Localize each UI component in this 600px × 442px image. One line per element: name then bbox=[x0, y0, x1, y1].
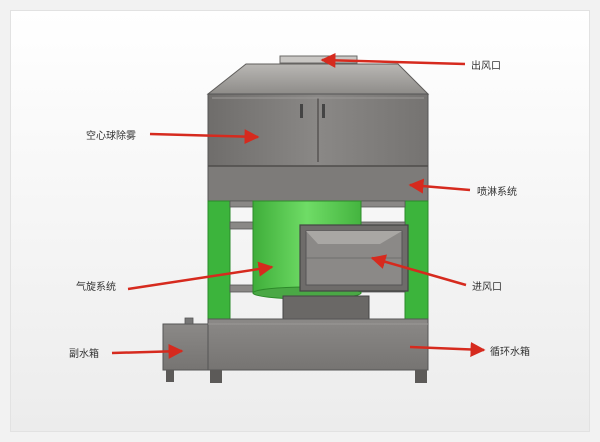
roof-hood bbox=[206, 63, 430, 95]
callout-arrows bbox=[111, 52, 486, 359]
arrow-aux-tank bbox=[111, 343, 184, 359]
arrow-spray bbox=[408, 178, 471, 194]
label-outlet: 出风口 bbox=[471, 61, 501, 72]
demister-box bbox=[207, 93, 429, 167]
arrow-inlet bbox=[370, 254, 467, 287]
label-cyclone-system: 气旋系统 bbox=[76, 282, 116, 293]
arrow-outlet bbox=[320, 52, 466, 68]
auxiliary-tank bbox=[162, 317, 214, 382]
label-spray-system: 喷淋系统 bbox=[477, 187, 517, 198]
door-handle-right bbox=[322, 104, 325, 118]
arrow-circ-tank bbox=[409, 341, 486, 357]
label-circulating-water-tank: 循环水箱 bbox=[490, 347, 530, 358]
spray-section bbox=[207, 165, 429, 202]
inlet-duct bbox=[299, 224, 409, 292]
label-auxiliary-water-tank: 副水箱 bbox=[69, 349, 99, 360]
outlet-collar bbox=[279, 55, 358, 64]
circulating-tank bbox=[207, 318, 429, 383]
arrow-demister bbox=[149, 129, 260, 145]
label-inlet: 进风口 bbox=[472, 282, 502, 293]
fan-base bbox=[282, 295, 370, 321]
door-handle-left bbox=[300, 104, 303, 118]
label-hollow-ball-demister: 空心球除雾 bbox=[86, 131, 136, 142]
arrow-cyclone bbox=[127, 261, 274, 291]
